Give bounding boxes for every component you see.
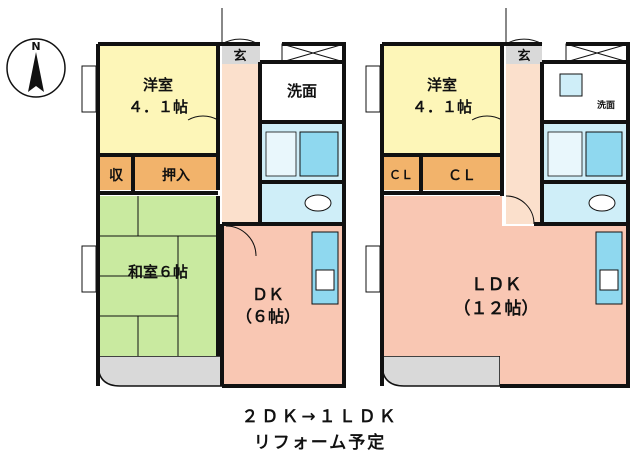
washroom: [544, 64, 628, 122]
dk-door: [225, 225, 257, 257]
washroom: [262, 64, 344, 122]
walls-after: [380, 42, 630, 388]
window: [365, 65, 381, 113]
cl-large-label: ＣＬ: [448, 168, 476, 184]
kitchen-counter: [595, 231, 623, 305]
cl-large: [423, 157, 502, 190]
entrance-door: [221, 8, 259, 45]
japanese-room-label: 和室６帖: [128, 263, 188, 281]
plan-before: 洋室 ４．１帖 玄 洗面 収 押入 和室６帖 ＤＫ （６帖）: [81, 8, 346, 388]
sink-icon: [315, 269, 335, 291]
entrance-label: 玄: [233, 48, 246, 64]
caption-line-1: ２ＤＫ→１ＬＤＫ: [241, 407, 399, 427]
bathtub: [585, 131, 623, 177]
washroom-label: 洗面: [597, 99, 615, 111]
toilet-room: [262, 184, 344, 222]
ldk-room: [382, 196, 628, 386]
entrance-floor: [222, 44, 260, 64]
western-room-size: ４．１帖: [412, 98, 472, 116]
ldk-label: ＬＤＫ: [471, 275, 522, 295]
cl-small-label: ＣＬ: [389, 168, 413, 182]
western-room-label: 洋室: [143, 76, 173, 94]
entrance-door: [505, 8, 543, 45]
closet-label: 押入: [162, 167, 190, 184]
washbasin-icon: [559, 73, 583, 97]
window: [365, 245, 381, 293]
north-arrow-icon: [28, 52, 44, 92]
entrance-floor: [506, 44, 542, 64]
north-label: N: [31, 40, 40, 53]
washroom-label: 洗面: [287, 82, 317, 100]
western-room-label: 洋室: [427, 76, 457, 94]
window: [81, 245, 97, 293]
wash-area: [265, 131, 297, 177]
sink-icon: [599, 269, 619, 291]
dk-size: （６帖）: [236, 307, 300, 326]
cl-small: [382, 157, 420, 190]
western-room-size: ４．１帖: [128, 98, 188, 116]
window: [81, 65, 97, 113]
bathtub: [299, 131, 339, 177]
tatami-lines: [98, 196, 218, 356]
storage: [98, 157, 132, 190]
hallway: [506, 64, 542, 224]
storage-label: 収: [109, 167, 124, 184]
hallway: [222, 64, 260, 224]
western-room: [98, 44, 218, 155]
toilet-icon: [304, 194, 332, 212]
entrance-label: 玄: [517, 48, 530, 64]
ldk-door: [505, 195, 535, 225]
ldk-size: （１２帖）: [454, 298, 539, 319]
wash-area: [547, 131, 583, 177]
toilet-icon: [588, 194, 616, 212]
closet: [135, 157, 218, 190]
western-door: [187, 115, 219, 121]
compass: N: [6, 38, 66, 98]
western-door: [471, 115, 503, 121]
walls-before: [96, 42, 346, 388]
kitchen-counter: [311, 231, 339, 305]
floor-plan: N: [6, 8, 630, 388]
dk-label: ＤＫ: [252, 285, 284, 304]
balcony: [97, 355, 223, 387]
western-room: [382, 44, 502, 155]
plan-after: 洋室 ４．１帖 玄 洗面 ＣＬ ＣＬ ＬＤＫ （１２帖）: [365, 8, 630, 388]
balcony: [381, 355, 501, 387]
caption-line-2: リフォーム予定: [253, 433, 387, 453]
